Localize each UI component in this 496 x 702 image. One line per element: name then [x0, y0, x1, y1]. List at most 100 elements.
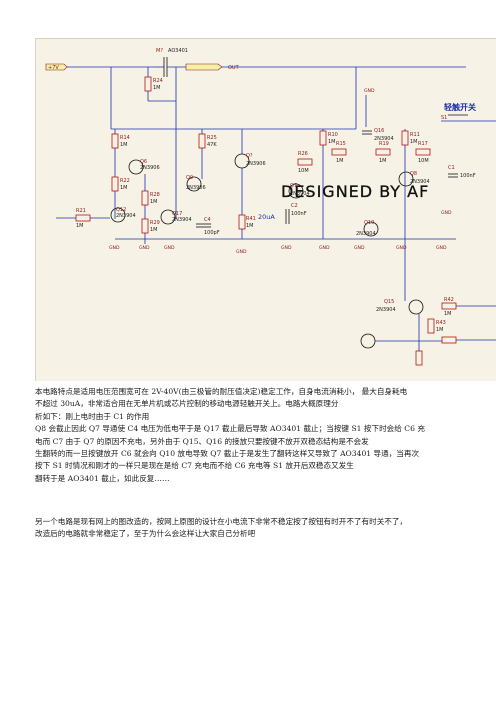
pmos-transistor — [154, 57, 186, 83]
r10-value: 1M — [328, 139, 336, 145]
q7-value: 2N3904 — [290, 191, 310, 197]
gnd-5: GND — [281, 245, 292, 251]
q-unnamed-ref: Q? — [246, 153, 253, 159]
resistor-r41 — [427, 318, 435, 334]
transistor-q16 — [360, 333, 376, 349]
r40-ref: R42 — [444, 297, 454, 303]
c6-ref: C4 — [204, 217, 211, 223]
resistor-r29 — [141, 218, 149, 234]
transistor-q9 — [186, 176, 202, 192]
transistor-q7 — [288, 183, 304, 199]
c1-ref: Q16 — [374, 128, 384, 134]
r22-ref: R22 — [120, 178, 130, 184]
r40-value: 1M — [444, 311, 452, 317]
resistor-r26 — [297, 158, 313, 166]
resistor-r15 — [331, 148, 347, 156]
switch-title: 轻触开关 — [444, 102, 476, 112]
paragraph-1-line: 析如下：刚上电时由于 C1 的作用 — [35, 411, 150, 421]
paragraph-1-line: 翻转于是 AO3401 截止，如此反复…… — [35, 473, 170, 483]
r26-ref: R26 — [298, 151, 308, 157]
mosfet-ref: M? — [156, 48, 163, 54]
r21-value: 1M — [76, 223, 84, 229]
paragraph-2-line: 另一个电路是现有网上的图改造的，按网上原图的设计在小电流下非常不稳定按了按钮有时… — [35, 517, 408, 526]
paragraph-1-line: 按下 S1 时情况和刚才的一样只是现在是给 C7 充电而不给 C6 充电等 S1… — [35, 461, 354, 471]
r26-value: 10M — [298, 168, 309, 174]
paragraph-1-line: 本电路特点是适用电压范围宽可在 2V-40V(由三极管的耐压值决定)稳定工作，自… — [35, 387, 408, 396]
r25-value: 47K — [207, 142, 217, 148]
circuit-schematic: +7V M? AO3401 OUT R24 1M R14 1M R22 1M Q… — [35, 38, 496, 381]
article-paragraph-1: 本电路特点是适用电压范围宽可在 2V-40V(由三极管的耐压值决定)稳定工作，自… — [35, 386, 490, 485]
q15-value: 2N3904 — [376, 307, 396, 313]
paragraph-1-line: Q8 会截止因此 Q7 导通使 C4 电压为低电平于是 Q17 截止最后导致 A… — [35, 424, 425, 434]
resistor-r22 — [111, 176, 119, 192]
r29-ref: R29 — [150, 220, 160, 226]
mosfet-value: AO3401 — [168, 48, 188, 54]
gnd-2: GND — [139, 245, 150, 251]
gnd-8: GND — [396, 245, 407, 251]
in-port — [45, 63, 68, 71]
gnd-1: GND — [109, 245, 120, 251]
gnd-7: GND — [354, 245, 365, 251]
resistor-r10 — [319, 130, 327, 146]
r28-value: 1M — [150, 199, 158, 205]
r28-ref: R28 — [150, 192, 160, 198]
transistor-q8 — [398, 171, 414, 187]
q6-ref: Q6 — [140, 159, 147, 165]
q12-ref: Q12 — [116, 207, 126, 213]
s1-ref: S1 — [441, 115, 447, 121]
r25-ref: R25 — [207, 135, 217, 141]
resistor-r24 — [144, 76, 152, 92]
q10-ref: Q10 — [364, 220, 374, 226]
paragraph-1-line: 不超过 30uA，非常适合用在无单片机或芯片控制的移动电源轻触开关上。电路大概原… — [35, 399, 339, 409]
q15-ref: Q15 — [384, 299, 394, 305]
in-port-label: +7V — [48, 65, 59, 71]
r15-value: 1M — [336, 158, 344, 164]
q8-value: 2N3904 — [410, 179, 430, 185]
q9-value: 2N3906 — [186, 185, 206, 191]
paragraph-1-line: 生翻转的而一旦按键放开 C6 就会向 Q10 放电导致 Q7 截止于是发生了翻转… — [35, 449, 420, 459]
ground-row: GND GND GND GND GND GND GND GND GND — [109, 245, 447, 255]
transistor-q17 — [160, 209, 176, 225]
r14-value: 1M — [120, 142, 128, 148]
resistor-r42 — [441, 336, 457, 344]
q6-value: 2N3906 — [140, 165, 160, 171]
r41-value: 1M — [436, 327, 444, 333]
r17-ref: R17 — [418, 141, 428, 147]
r19-ref: R19 — [379, 141, 389, 147]
resistor-r11 — [401, 130, 409, 146]
r15-ref: R15 — [336, 141, 346, 147]
c4-value: 100nF — [291, 211, 307, 217]
resistor-r21 — [75, 214, 91, 222]
gnd-4: GND — [236, 249, 247, 255]
paragraph-1-line: 电而 C7 由于 Q7 的原因不充电，另外由于 Q15、Q16 的接放只要按键不… — [35, 436, 369, 446]
resistor-r40 — [441, 302, 457, 310]
q8-ref: Q8 — [410, 171, 417, 177]
resistor-r25 — [198, 133, 206, 149]
resistor-r14 — [111, 133, 119, 149]
r16-ref: R41 — [246, 216, 256, 222]
out-port — [185, 63, 223, 71]
r17-value: 10M — [418, 158, 429, 164]
c2-ref: C1 — [448, 165, 455, 171]
resistor-r28 — [141, 190, 149, 206]
q7-ref: Q7 — [290, 183, 297, 189]
r16-value: 1M — [246, 223, 254, 229]
r11-ref: R11 — [410, 132, 420, 138]
transistor-q12 — [110, 207, 126, 223]
r21-ref: R21 — [76, 208, 86, 214]
out-port-label: OUT — [228, 65, 240, 71]
paragraph-2-line: 改造后的电路就非常稳定了，至于为什么会这样让大家自己分析吧 — [35, 529, 256, 539]
transistor-q10 — [363, 221, 379, 237]
q17-ref: Q17 — [172, 211, 182, 217]
r14-ref: R14 — [120, 135, 130, 141]
q-unnamed-value: 2N3906 — [246, 161, 266, 167]
switch-title-box — [442, 99, 496, 113]
resistor-r19 — [375, 148, 391, 156]
resistor-r43 — [415, 350, 423, 366]
c4-ref: C2 — [291, 203, 298, 209]
r10-ref: R10 — [328, 132, 338, 138]
article-paragraph-2: 另一个电路是现有网上的图改造的，按网上原图的设计在小电流下非常不稳定按了按钮有时… — [35, 516, 490, 541]
watermark-text: DESIGNED BY AF — [281, 182, 429, 201]
transistor-q6 — [128, 159, 144, 175]
r29-value: 1M — [150, 227, 158, 233]
